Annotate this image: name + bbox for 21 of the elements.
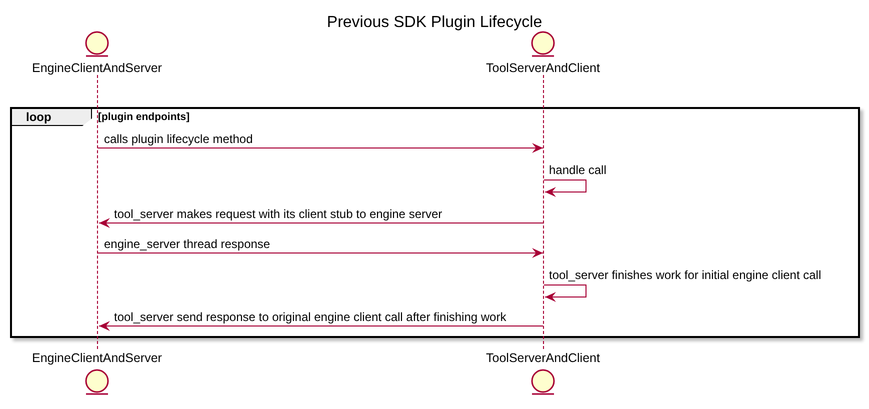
participant-name: EngineClientAndServer <box>32 61 162 75</box>
lifeline <box>543 75 545 349</box>
participant-name: ToolServerAndClient <box>486 351 600 365</box>
message-arrow <box>544 180 586 197</box>
loop-tab: loop <box>12 109 92 126</box>
message-label: handle call <box>549 163 606 177</box>
participant-name: ToolServerAndClient <box>486 61 600 75</box>
message-arrow <box>98 248 544 258</box>
message-arrow <box>98 218 544 228</box>
lifeline <box>97 75 99 349</box>
message-label: engine_server thread response <box>104 237 270 251</box>
message-label: tool_server send response to original engine client call after finishing work <box>114 310 506 324</box>
message-arrow <box>98 321 544 331</box>
message-label: tool_server makes request with its client stub to engine server <box>114 207 442 221</box>
message-label: tool_server finishes work for initial engine client call <box>549 268 822 282</box>
diagram-title: Previous SDK Plugin Lifecycle <box>326 14 544 32</box>
message-label: calls plugin lifecycle method <box>104 132 253 146</box>
message-arrow <box>544 284 586 302</box>
loop-condition: [plugin endpoints] <box>98 111 190 123</box>
message-arrow <box>98 143 544 153</box>
participant-name: EngineClientAndServer <box>32 351 162 365</box>
